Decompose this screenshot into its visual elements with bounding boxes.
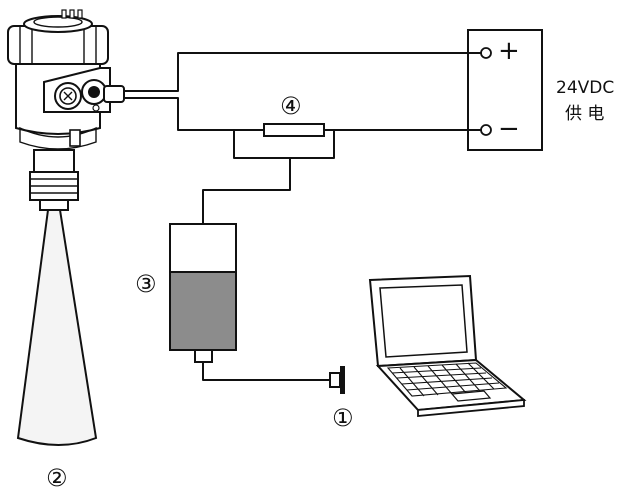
marker-hart-modem: ③ — [135, 270, 157, 298]
plus-sign: + — [498, 36, 520, 66]
hart-modem — [169, 223, 237, 363]
voltage-label: 24VDC — [556, 78, 615, 98]
marker-resistor: ④ — [280, 92, 302, 120]
positive-terminal — [480, 47, 492, 59]
housing-lid — [7, 9, 109, 65]
cable-gland — [43, 67, 125, 113]
wiring — [123, 52, 482, 381]
marker-usb-connector: ① — [332, 404, 354, 432]
supply-label: 供 电 — [565, 104, 605, 124]
laptop-touchpad — [450, 390, 492, 402]
usb-connector — [329, 366, 345, 394]
horn-antenna — [16, 209, 98, 446]
resistor — [263, 123, 325, 137]
laptop-keyboard — [386, 362, 508, 397]
radar-level-meter — [7, 9, 125, 446]
marker-radar-level-meter: ② — [46, 464, 68, 492]
minus-sign: − — [498, 114, 520, 144]
laptop-computer — [368, 274, 527, 417]
negative-terminal — [480, 124, 492, 136]
threaded-neck — [29, 149, 79, 211]
